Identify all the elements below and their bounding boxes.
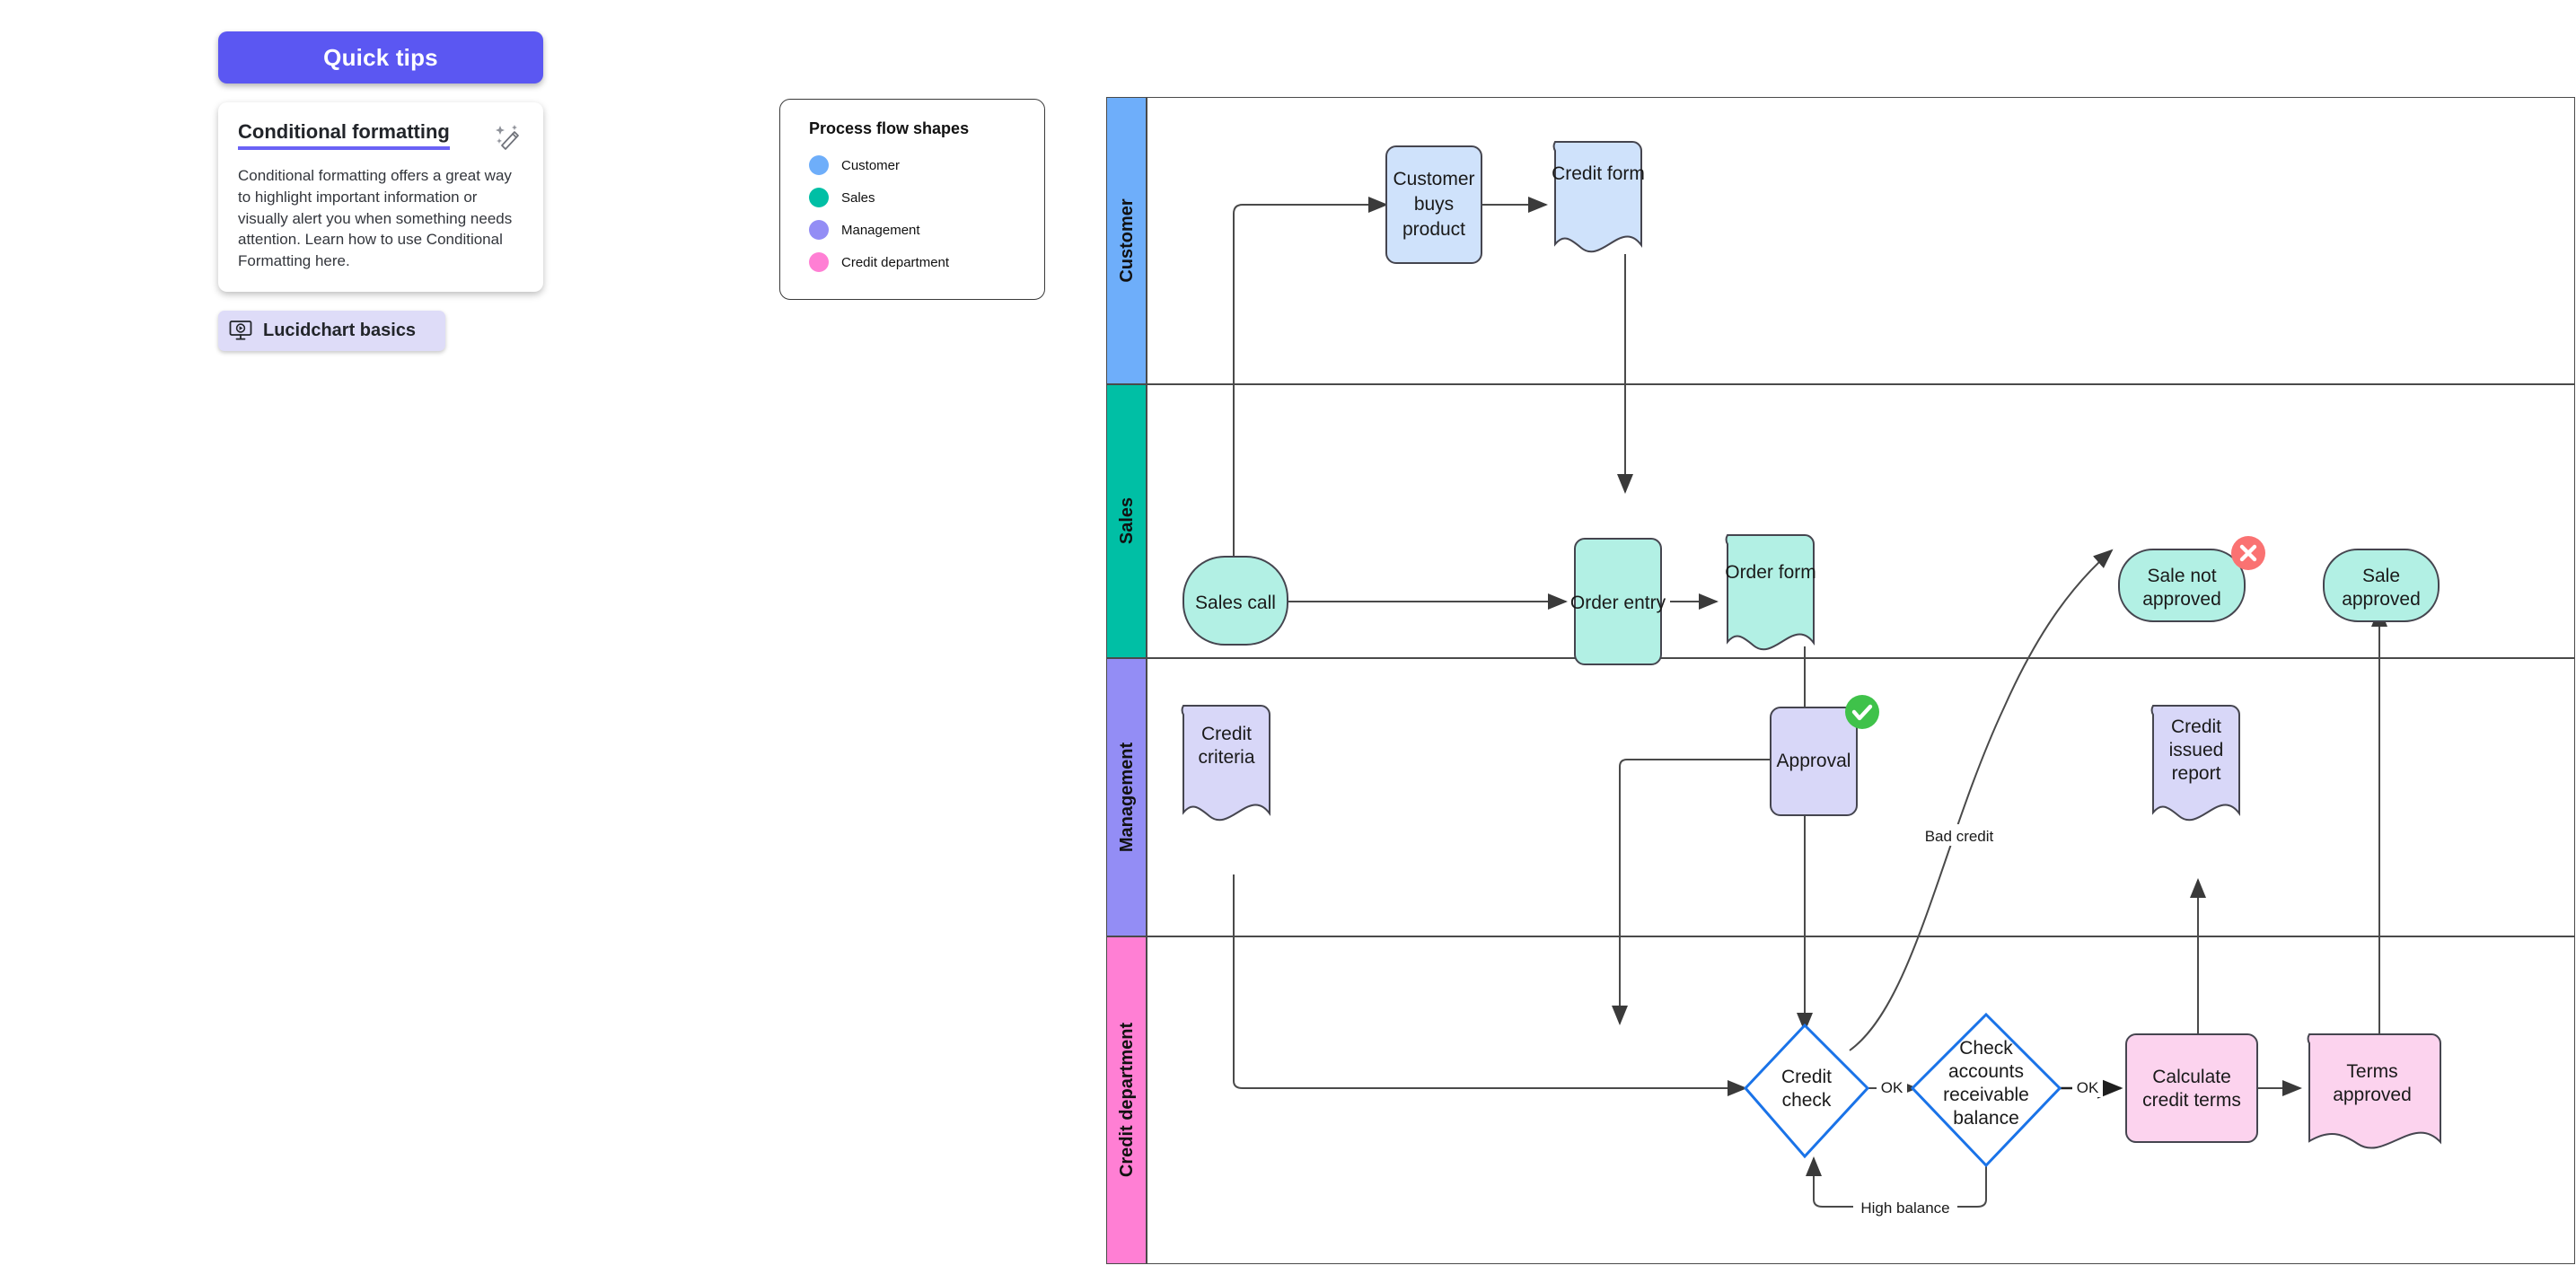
node-credit-criteria[interactable]: Credit criteria [1181,705,1270,822]
svg-text:OK: OK [2077,1079,2099,1096]
legend-swatch-management [809,220,829,240]
svg-text:Bad credit: Bad credit [1925,828,1994,845]
lane-label-credit-department: Credit department [1117,1023,1137,1178]
svg-text:credit terms: credit terms [2142,1090,2241,1111]
lane-label-sales: Sales [1117,497,1137,544]
svg-text:buys: buys [1414,194,1454,215]
legend-label-credit-department: Credit department [841,254,950,270]
svg-text:Order form: Order form [1725,562,1816,583]
svg-text:accounts: accounts [1948,1061,2024,1082]
legend-panel: Process flow shapes Customer Sales Manag… [779,99,1045,300]
svg-text:Sale: Sale [2362,566,2400,586]
svg-text:report: report [2172,763,2221,784]
lane-customer: Customer [1106,97,2575,385]
edge-label-high-balance: High balance [1853,1196,1957,1217]
svg-text:Order entry: Order entry [1570,593,1666,613]
node-terms-approved[interactable]: Terms approved [2307,1033,2441,1149]
quick-tip-card: Conditional formatting [218,102,543,292]
lane-management: Management [1106,657,2575,937]
legend-item-customer: Customer [809,149,1044,181]
quick-tip-heading: Conditional formatting [238,120,450,150]
status-badge-error[interactable] [2231,536,2265,570]
legend-swatch-credit-department [809,252,829,272]
legend-label-management: Management [841,222,920,238]
svg-text:Credit: Credit [1201,724,1252,744]
node-calculate-credit-terms[interactable]: Calculate credit terms [2125,1033,2258,1143]
svg-text:criteria: criteria [1198,747,1254,768]
edge-label-bad-credit: Bad credit [1916,824,2002,846]
svg-text:Check: Check [1959,1038,2013,1059]
svg-text:Credit: Credit [1781,1067,1832,1087]
status-badge-success[interactable] [1845,695,1879,729]
connector-approval-to-credit-check [1612,759,1771,1025]
svg-text:product: product [1402,219,1465,240]
svg-text:High balance: High balance [1860,1200,1949,1217]
svg-text:approved: approved [2342,589,2421,610]
edge-label-ok-1: OK [1877,1076,1907,1097]
lucidchart-basics-label: Lucidchart basics [263,320,417,340]
svg-text:approved: approved [2333,1085,2412,1105]
svg-text:Sale not: Sale not [2147,566,2216,586]
node-customer-buys-product[interactable]: Customer buys product [1385,145,1482,264]
connector-credit-criteria-to-credit-check [1233,874,1747,1096]
svg-text:balance: balance [1953,1108,2019,1129]
quick-tips-panel: Quick tips Conditional formatting [218,31,543,351]
svg-text:Sales call: Sales call [1195,593,1276,613]
legend-swatch-customer [809,155,829,175]
svg-text:check: check [1782,1090,1832,1111]
quick-tips-header[interactable]: Quick tips [218,31,543,83]
monitor-video-icon [228,318,253,343]
quick-tips-title: Quick tips [323,43,438,71]
swimlane-flowchart: Customer Sales Management Credit departm… [1106,97,2575,1264]
node-credit-issued-report[interactable]: Credit issued report [2150,705,2240,822]
edge-label-ok-2: OK [2072,1076,2103,1097]
legend-item-sales: Sales [809,181,1044,214]
node-order-form[interactable]: Order form [1725,534,1816,651]
svg-text:Customer: Customer [1393,169,1474,189]
magic-wand-icon [493,122,523,153]
node-sales-call[interactable]: Sales call [1182,556,1288,646]
svg-text:Credit: Credit [2171,716,2221,737]
svg-text:receivable: receivable [1943,1085,2029,1105]
connector-credit-check-to-sale-not-approved [1849,549,2114,1051]
svg-text:Credit form: Credit form [1552,163,1645,184]
svg-text:approved: approved [2142,589,2221,610]
node-credit-form[interactable]: Credit form [1552,141,1645,253]
node-sale-not-approved[interactable]: Sale not approved [2118,549,2246,622]
legend-title: Process flow shapes [809,119,970,137]
quick-tip-body: Conditional formatting offers a great wa… [238,167,513,270]
legend-item-credit-department: Credit department [809,246,1044,278]
svg-text:OK: OK [1881,1079,1903,1096]
legend-label-customer: Customer [841,157,901,173]
lucidchart-basics-button[interactable]: Lucidchart basics [218,310,445,351]
node-credit-check[interactable]: Credit check [1743,1023,1870,1159]
svg-text:Calculate: Calculate [2152,1067,2231,1087]
node-check-accounts-receivable-balance[interactable]: Check accounts receivable balance [1910,1012,2062,1168]
node-approval[interactable]: Approval [1770,707,1858,816]
node-order-entry[interactable]: Order entry [1570,538,1666,665]
svg-text:Approval: Approval [1777,751,1851,771]
legend-swatch-sales [809,188,829,207]
node-sale-approved[interactable]: Sale approved [2323,549,2440,622]
svg-text:Terms: Terms [2346,1061,2397,1082]
connector-sales-call-to-customer-buys [1233,197,1388,600]
lane-sales: Sales [1106,383,2575,659]
lane-label-customer: Customer [1117,198,1137,283]
svg-text:issued: issued [2169,740,2224,760]
lane-label-management: Management [1117,743,1137,853]
legend-label-sales: Sales [841,189,875,206]
legend-item-management: Management [809,214,1044,246]
